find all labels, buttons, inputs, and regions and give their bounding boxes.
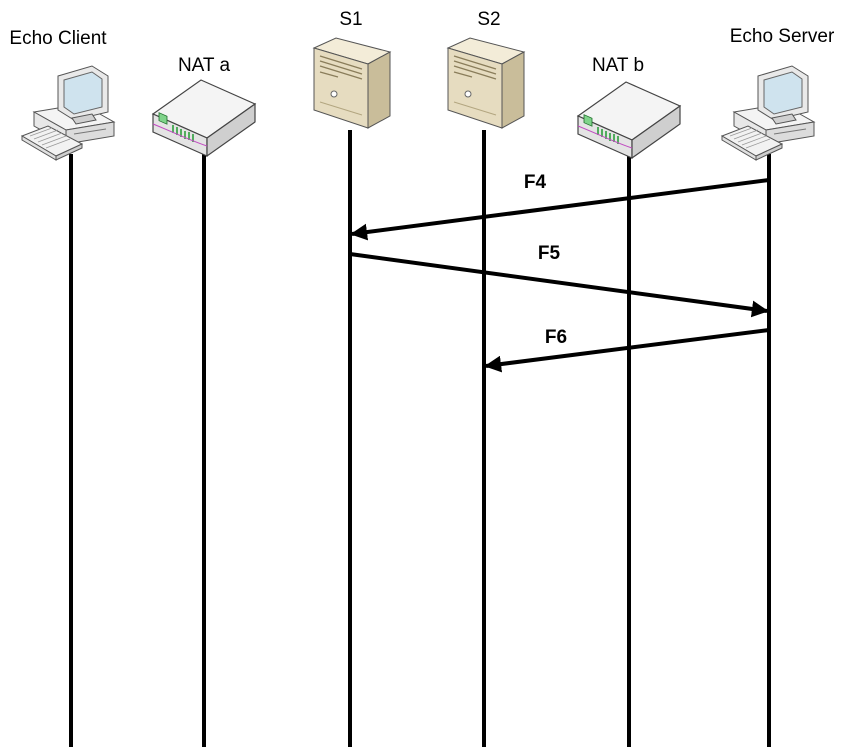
node-label-nat-b: NAT b [592,55,644,76]
node-label-s2: S2 [477,9,500,30]
node-label-nat-a: NAT a [178,55,231,76]
nat-router-icon [577,81,681,159]
message-label-f6: F6 [545,327,567,348]
message-arrow-f6 [484,328,770,373]
tower-server-icon [447,37,525,129]
message-label-f5: F5 [538,243,561,264]
tower-server-icon [313,37,391,129]
message-arrow-f4 [350,178,770,241]
node-label-echo-server: Echo Server [730,26,835,47]
message-arrow-f5 [349,252,769,318]
desktop-computer-icon [21,65,115,161]
node-label-s1: S1 [339,9,362,30]
desktop-computer-icon [721,65,815,161]
node-label-echo-client: Echo Client [9,28,107,49]
nat-router-icon [152,79,256,157]
message-label-f4: F4 [524,172,547,193]
